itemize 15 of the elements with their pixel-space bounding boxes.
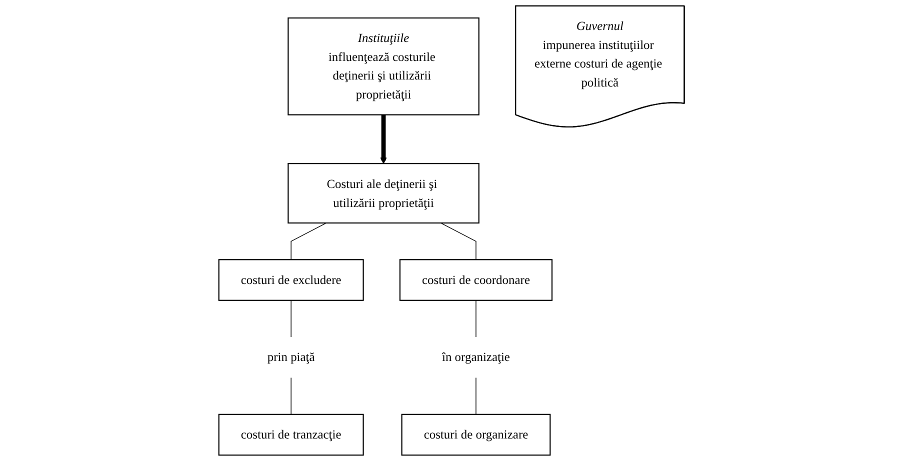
node-box: Costuri ale deţinerii şi utilizării proprietăţii [288, 163, 480, 224]
node-box: Instituţiile influenţează costurile deţinerii şi utilizării proprietăţii [288, 17, 480, 116]
connector [476, 300, 477, 338]
node-box: costuri de excludere [218, 259, 364, 301]
arrow [380, 114, 388, 164]
node-box: costuri de coordonare [400, 259, 553, 301]
node-text: prin piaţă [268, 350, 316, 364]
connector [440, 222, 477, 260]
node-box: costuri de organizare [402, 414, 552, 456]
connector [291, 377, 292, 415]
node-box: costuri de tranzacţie [218, 414, 364, 456]
node-text: în organizaţie [442, 350, 510, 364]
connector [476, 377, 477, 415]
connector [291, 222, 328, 260]
connector [291, 300, 292, 338]
